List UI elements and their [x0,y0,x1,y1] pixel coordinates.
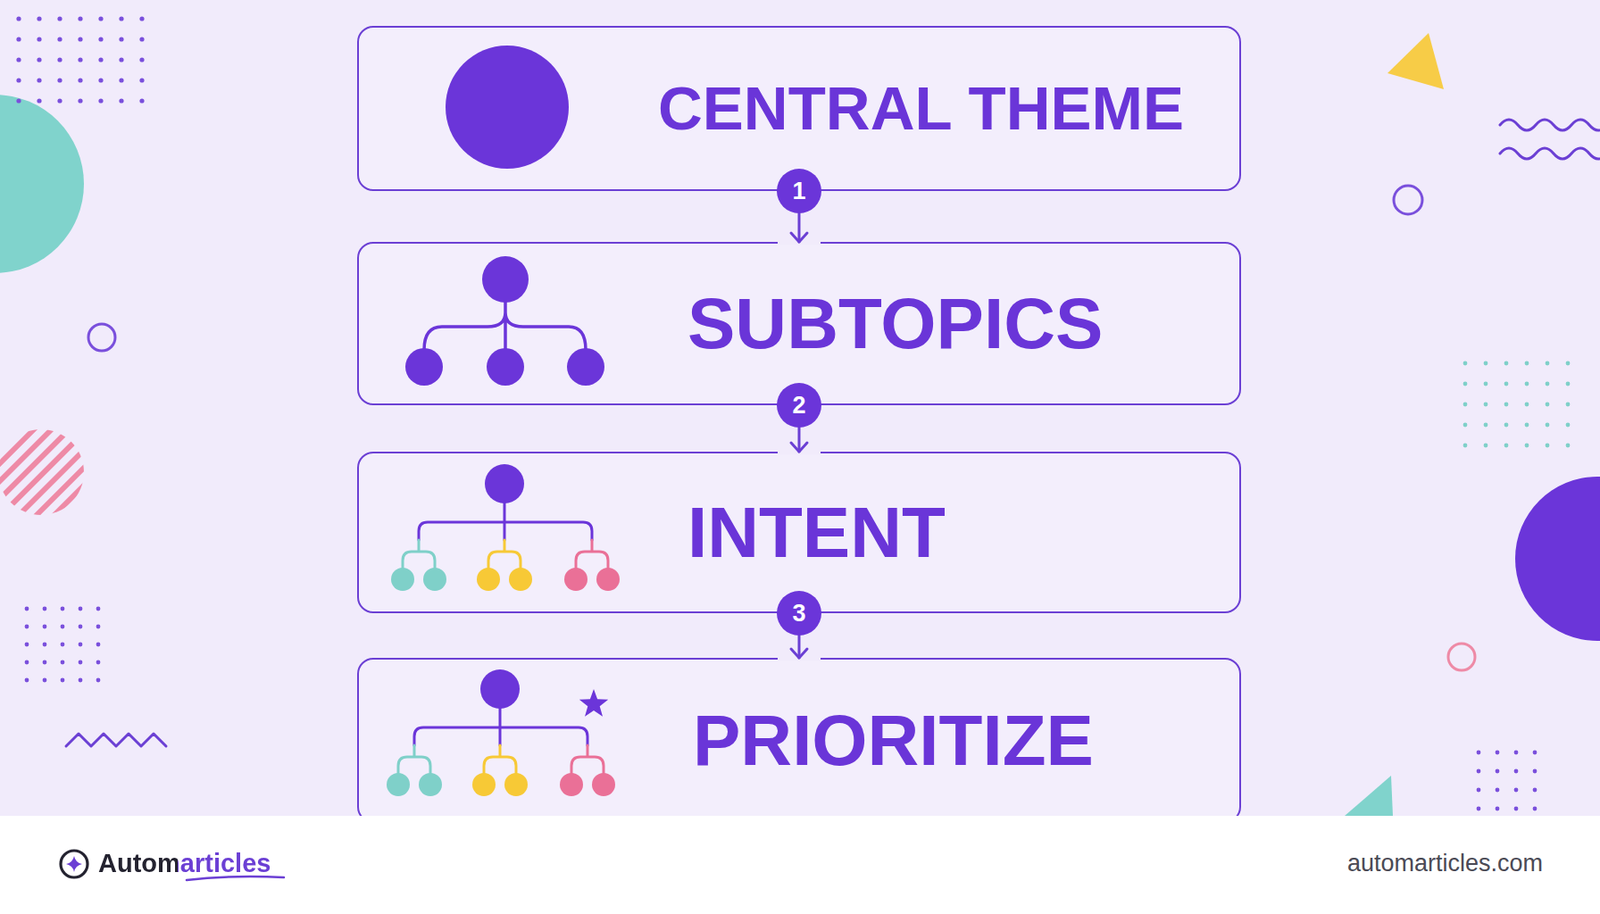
purple-circle [1515,476,1600,642]
arrow-head [791,649,808,659]
dot-grid [1462,360,1586,464]
step-number: 1 [776,168,822,214]
teal-triangle [1344,775,1393,817]
process-box: SUBTOPICS [357,241,1242,406]
box-title: CENTRAL THEME [658,75,1184,143]
connector-line [798,635,801,659]
logo-ring [60,850,88,878]
dot-grid [24,606,114,696]
connector-line [798,427,801,452]
zigzag [66,733,167,747]
border-gap [777,239,821,246]
box-title: PRIORITIZE [692,701,1094,781]
border-gap [777,655,821,662]
flow-arrow [776,591,822,659]
wavy-line [1500,119,1600,131]
step-number: 3 [776,591,822,636]
striped-circle [0,429,88,519]
site-url: automarticles.com [1347,850,1543,878]
step-badge [776,168,822,214]
logo-sparkle [66,856,83,873]
step-badge [776,591,822,636]
arrow-head [791,442,808,452]
flow-arrow [776,383,822,452]
ring [1393,185,1423,215]
process-box: PRIORITIZE [357,658,1242,824]
ring [88,324,116,351]
brand-name: Automarticles [98,850,271,879]
priority-star [579,689,609,717]
yellow-triangle [1387,33,1444,90]
process-box: INTENT [357,451,1242,614]
prioritize-tree-icon [386,669,616,797]
box-title: INTENT [687,493,946,573]
box-title: SUBTOPICS [687,284,1103,364]
border-gap [777,449,821,456]
process-box: CENTRAL THEME [357,25,1242,192]
dot-grid [1475,750,1551,817]
connector-line [798,213,801,242]
arrow-head [791,233,808,242]
flow-arrow [776,168,822,242]
ring [1448,643,1475,671]
step-badge [776,383,822,428]
intent-tree-icon [391,464,620,592]
step-number: 2 [776,383,822,428]
theme-icon [445,45,569,169]
wavy-line [1500,148,1600,159]
subtopic-tree-icon [405,256,605,386]
teal-circle [0,94,84,274]
footer-bar: Automarticles automarticles.com [0,816,1600,914]
dot-grid [16,16,160,119]
